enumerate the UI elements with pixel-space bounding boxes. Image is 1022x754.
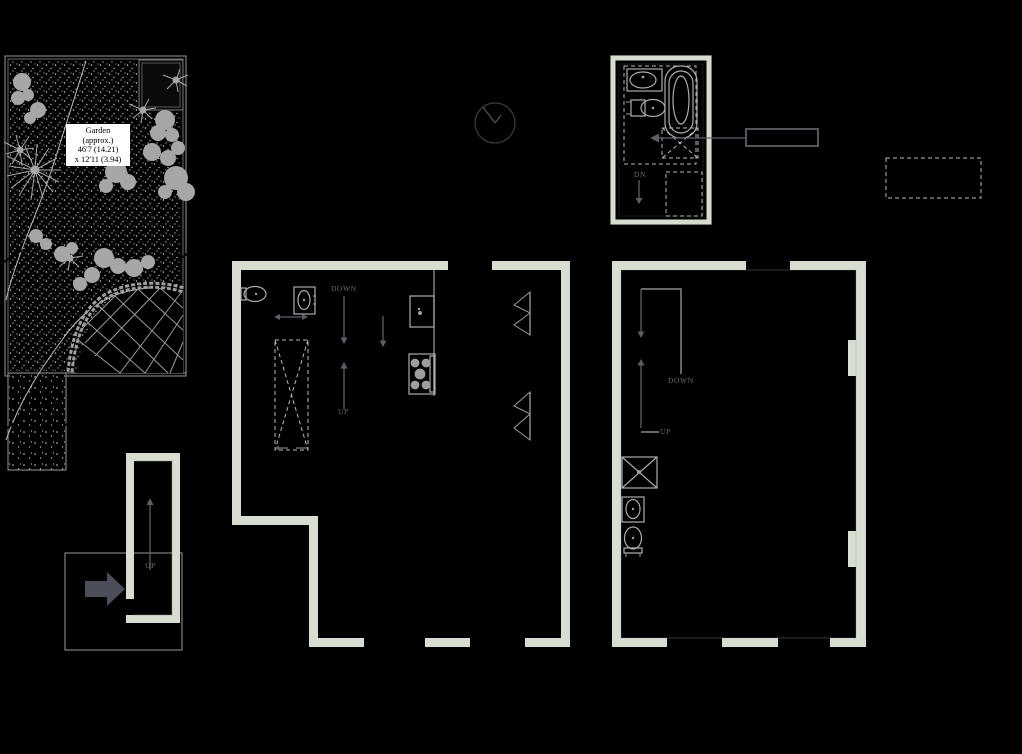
- garden-patio-paving: [66, 281, 186, 374]
- middle-down-arrow: [340, 296, 348, 344]
- middle-dimension-arrow: [274, 314, 308, 320]
- garden-label-box: Garden (approx.) 46'7 (14.21) x 12'11 (3…: [66, 124, 130, 167]
- middle-toilet: [240, 285, 267, 303]
- garden-label-line-2: 46'7 (14.21): [77, 145, 119, 155]
- middle-wash-basin: [293, 286, 316, 315]
- detail-wash-basin: [626, 68, 663, 92]
- right-toilet: [623, 526, 643, 557]
- right-stair-run: [637, 288, 682, 433]
- north-point-icon: [474, 102, 516, 144]
- callout-box-dashed[interactable]: [885, 157, 982, 199]
- detail-bathtub: [664, 65, 698, 139]
- garden-shed: [138, 59, 184, 111]
- detail-leader-arrow: [650, 133, 745, 143]
- right-building-walls: [612, 261, 866, 647]
- right-wash-basin: [621, 496, 645, 523]
- middle-up-label: UP: [338, 407, 349, 416]
- entrance-up-label: UP: [145, 561, 156, 570]
- garden-planting: [11, 73, 195, 291]
- middle-up-arrow: [340, 362, 348, 409]
- middle-kitchen-sink: [409, 295, 435, 328]
- middle-door-upper[interactable]: [513, 290, 531, 336]
- middle-door-lower[interactable]: [513, 390, 531, 441]
- callout-box-solid[interactable]: [745, 128, 819, 147]
- middle-dashed-void: [274, 339, 309, 451]
- entrance-arrow: [85, 572, 125, 606]
- detail-shower-tray: [661, 127, 699, 159]
- bathroom-dn-label: DN: [634, 170, 646, 179]
- middle-cooktop: [408, 353, 436, 395]
- right-up-label: UP: [660, 427, 671, 436]
- garden-label-line-0: Garden: [85, 126, 111, 135]
- middle-unit-a-walls: [232, 261, 470, 647]
- right-shower-tray: [621, 456, 658, 489]
- garden-spiky-plants: [3, 68, 189, 272]
- middle-down-label: DOWN: [331, 284, 357, 293]
- garden-label-line-1: (approx.): [82, 135, 114, 145]
- entrance-up-arrow: [146, 498, 154, 570]
- right-down-label: DOWN: [668, 376, 694, 385]
- entrance-walls: [126, 453, 180, 623]
- middle-unit-b-walls: [492, 261, 570, 647]
- detail-dn-stair-arrow: [635, 180, 643, 204]
- boundary-hatch: [3, 249, 193, 431]
- middle-secondary-arrow: [379, 316, 387, 347]
- garden-label-line-3: x 12'11 (3.94): [74, 154, 122, 164]
